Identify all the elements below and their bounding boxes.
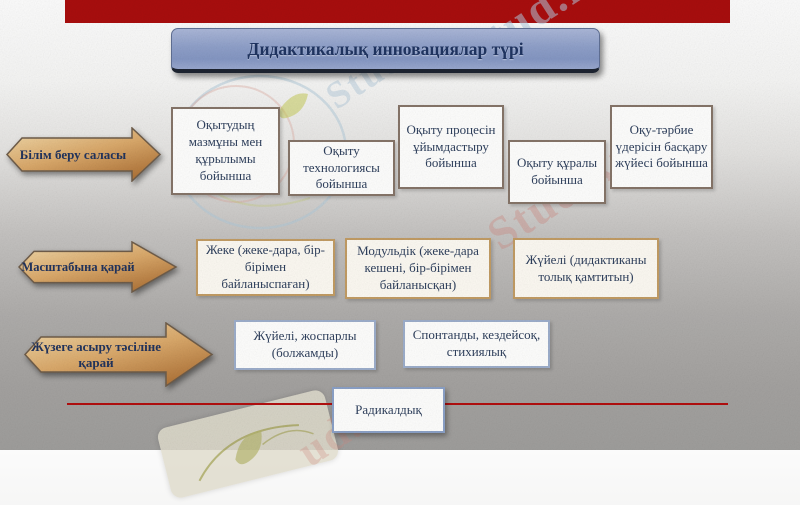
top-banner-bar	[65, 0, 730, 23]
slide-title: Дидактикалық инновациялар түрі	[171, 28, 600, 73]
leaf-icon	[278, 93, 308, 119]
box-label: Оқытудың мазмұны мен құрылымы бойынша	[188, 117, 263, 183]
box-label: Жүйелі (дидактиканы толық қамтитын)	[525, 251, 647, 284]
box-label: Оқыту процесін ұйымдастыру бойынша	[406, 121, 496, 171]
category-box-content-structure: Оқытудың мазмұны мен құрылымы бойынша	[171, 107, 280, 195]
box-label: Спонтанды, кездейсоқ, стихиялық	[412, 327, 541, 359]
box-label: Жеке (жеке-дара, бір-бірімен байланыспағ…	[206, 242, 325, 291]
slide-title-label: Дидактикалық инновациялар түрі	[247, 38, 524, 59]
arrow-education-field	[6, 127, 162, 182]
scale-box-systemic: Жүйелі (дидактиканы толық қамтитын)	[513, 238, 659, 299]
category-box-teaching-tool: Оқыту құралы бойынша	[508, 140, 606, 204]
category-box-management-system: Оқу-тәрбие үдерісін басқару жүйесі бойын…	[610, 105, 713, 189]
box-label: Оқыту технологиясы бойынша	[303, 142, 380, 192]
implementation-box-planned: Жүйелі, жоспарлы (болжамды)	[234, 320, 376, 370]
scale-box-modular: Модульдік (жеке-дара кешені, бір-бірімен…	[345, 238, 491, 299]
box-label: Оқу-тәрбие үдерісін басқару жүйесі бойын…	[615, 121, 708, 171]
arrow-implementation	[24, 322, 214, 387]
radical-box: Радикалдық	[332, 387, 445, 433]
scale-box-individual: Жеке (жеке-дара, бір-бірімен байланыспағ…	[196, 239, 335, 296]
category-box-technology: Оқыту технологиясы бойынша	[288, 140, 395, 196]
box-label: Радикалдық	[355, 401, 422, 417]
implementation-box-spontaneous: Спонтанды, кездейсоқ, стихиялық	[403, 320, 550, 368]
category-box-process-organization: Оқыту процесін ұйымдастыру бойынша	[398, 105, 504, 189]
box-label: Модульдік (жеке-дара кешені, бір-бірімен…	[357, 243, 479, 292]
box-label: Оқыту құралы бойынша	[516, 155, 598, 187]
box-label: Жүйелі, жоспарлы (болжамды)	[253, 328, 357, 360]
arrow-scale	[18, 241, 178, 293]
